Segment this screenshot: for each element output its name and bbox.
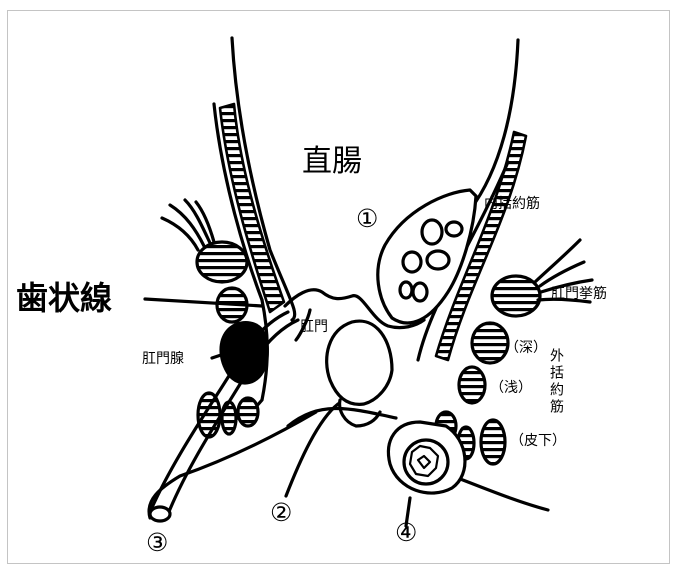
marker-2: ② [270, 500, 292, 525]
fistula-tube-end [150, 507, 170, 521]
levator-ani-right-oval [492, 276, 540, 316]
anal-gland-blob [219, 321, 269, 385]
levator-ani-left-oval [197, 242, 247, 282]
label-dentate-line: 歯状線 [16, 282, 112, 314]
levator-fibers-left [162, 200, 214, 250]
marker-2-pointer [286, 404, 338, 496]
label-external-sphincter: 外括約筋 [549, 348, 563, 416]
lower-left-oval-3 [238, 398, 258, 426]
label-internal-sphincter: 内括約筋 [484, 197, 540, 211]
marker-1: ① [356, 206, 378, 231]
label-levator-ani: 肛門挙筋 [551, 287, 607, 301]
marker-4: ④ [395, 520, 417, 545]
ext-sphincter-deep-oval [472, 323, 508, 363]
lower-left-oval-2 [222, 402, 236, 434]
anal-verge-lump [327, 321, 392, 404]
label-anal-gland: 肛門腺 [142, 352, 184, 366]
ext-sphincter-subcutaneous-oval-3 [481, 420, 505, 464]
marker-3: ③ [146, 530, 168, 555]
label-deep: （深） [505, 341, 547, 355]
label-rectum: 直腸 [302, 147, 362, 177]
label-subcutaneous: （皮下） [510, 434, 566, 448]
lower-left-oval-1 [198, 393, 220, 437]
ext-sphincter-superficial-oval [459, 367, 485, 403]
label-anus: 肛門 [300, 320, 328, 334]
label-superficial: （浅） [490, 381, 532, 395]
